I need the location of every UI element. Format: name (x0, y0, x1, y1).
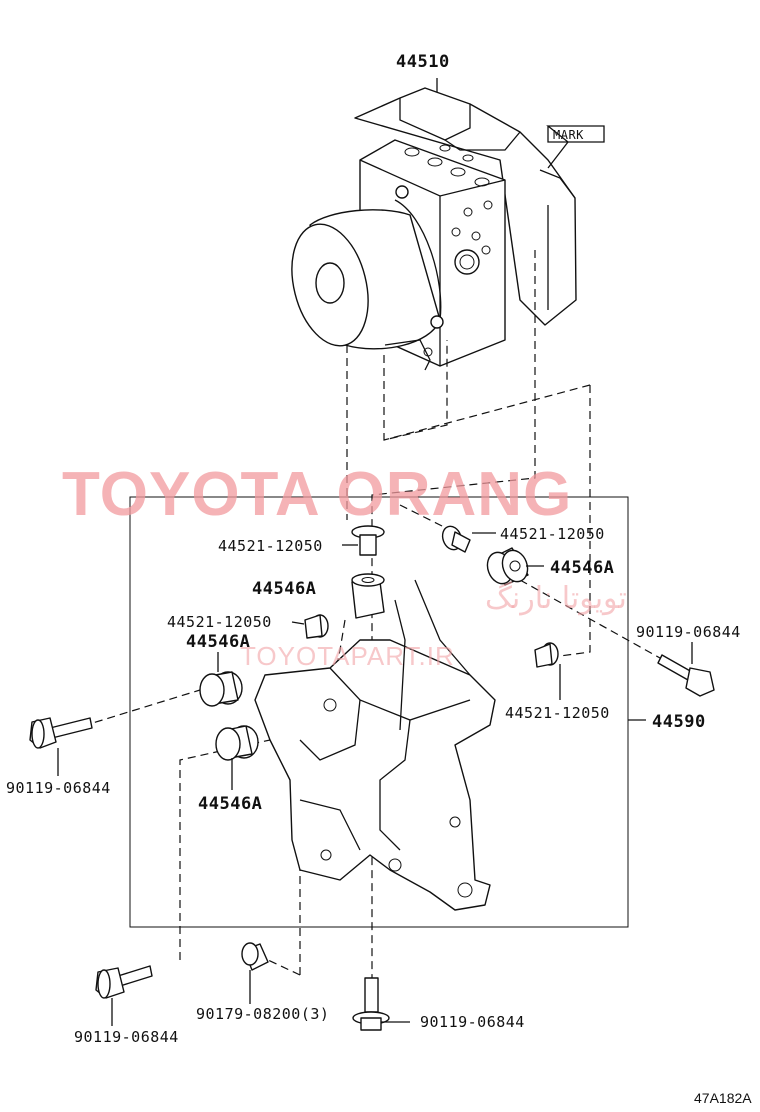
label-bolt-right: 90119-06844 (636, 623, 741, 641)
cushion-right (486, 547, 529, 586)
label-bolt-bottom-left: 90119-06844 (74, 1028, 179, 1046)
cushion-left-lower (215, 725, 259, 761)
label-bolt-top-right: 44521-12050 (500, 525, 605, 543)
label-bolt-bottom-center: 90119-06844 (420, 1013, 525, 1031)
bolt-right (657, 654, 715, 697)
label-cushion-left-lower: 44546A (198, 794, 262, 814)
label-cushion-left-upper: 44546A (186, 632, 250, 652)
watermark-site: TOYOTAPART.IR (240, 641, 455, 671)
label-bracket: 44590 (652, 712, 706, 732)
bolt-left (29, 717, 93, 749)
label-leaders (57, 78, 693, 1026)
bolt-bottom-left (95, 965, 153, 999)
bolt-right-lower (534, 642, 559, 668)
label-bolt-left: 90119-06844 (6, 779, 111, 797)
cushion-center (351, 573, 385, 619)
label-cushion-right: 44546A (550, 558, 614, 578)
bolt-bottom-center (352, 977, 390, 1031)
mark-callout (546, 125, 605, 143)
abs-actuator (291, 87, 577, 371)
dashed-leaders (69, 250, 661, 1000)
bracket-assembly-frame (129, 496, 629, 928)
watermark-main: TOYOTA ORANG (62, 460, 572, 529)
label-mark: MARK (553, 128, 584, 142)
bracket (254, 579, 496, 911)
nut-bottom (241, 942, 269, 971)
cushion-left-upper (199, 671, 243, 707)
label-nut-bottom: 90179-08200(3) (196, 1005, 329, 1023)
label-bolt-mid-left: 44521-12050 (167, 613, 272, 631)
label-bolt-top-center: 44521-12050 (218, 537, 323, 555)
bolt-top-center (351, 525, 385, 556)
watermark-persian: تویوتا نارنگ (485, 581, 627, 616)
label-actuator: 44510 (396, 52, 450, 72)
label-cushion-center: 44546A (252, 579, 316, 599)
reference-code: 47A182A (694, 1090, 752, 1106)
label-bolt-right-lower: 44521-12050 (505, 704, 610, 722)
bolt-top-right (441, 525, 471, 553)
bolt-mid-left (304, 614, 329, 639)
